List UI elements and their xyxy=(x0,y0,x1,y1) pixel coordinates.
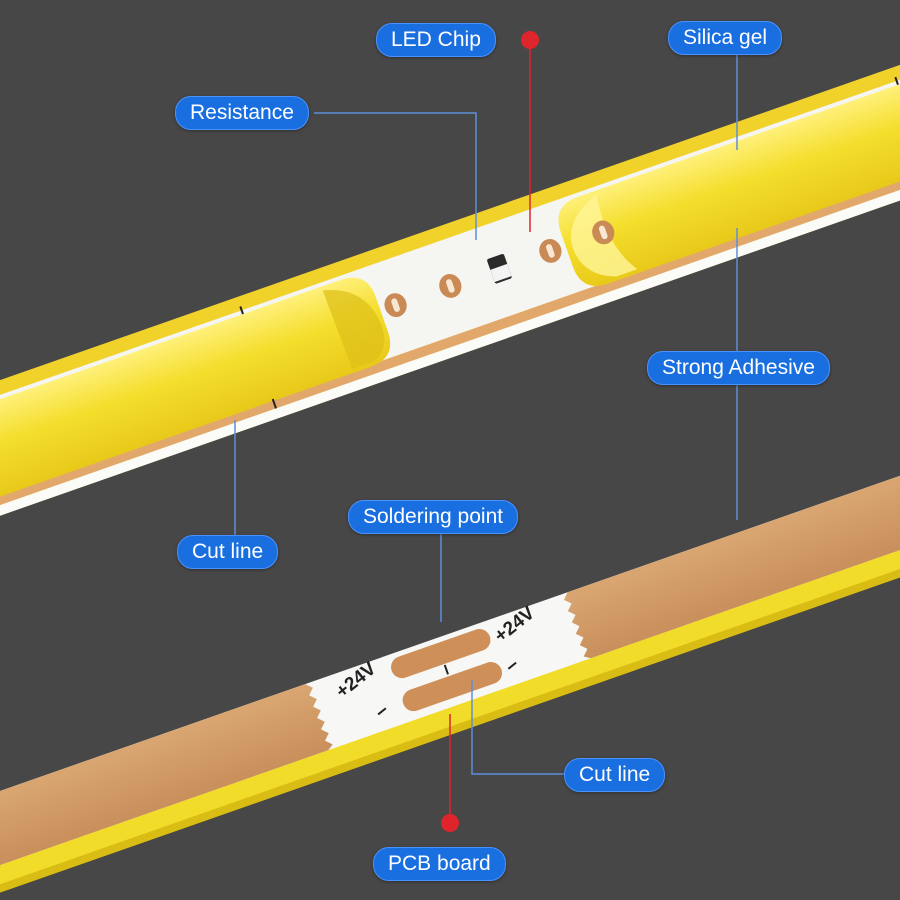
solder-pad-plus xyxy=(391,629,491,679)
bottom-strip-silicone-rim-shadow xyxy=(0,526,900,900)
label-soldering-point: Soldering point xyxy=(348,500,519,534)
bottom-strip-silicone-rim xyxy=(0,505,900,900)
label-pcb-board: PCB board xyxy=(373,847,506,881)
top-strip-silica-right xyxy=(558,57,900,286)
leader-cut-line-bottom xyxy=(471,680,566,775)
top-strip xyxy=(0,51,900,538)
led-chip-row xyxy=(384,220,615,318)
adhesive-tape-left xyxy=(0,684,333,900)
led-chip-core xyxy=(391,298,400,312)
led-chip-core xyxy=(546,244,555,258)
resistor xyxy=(487,254,512,284)
led-chip-core xyxy=(598,225,608,240)
top-cut-mark xyxy=(271,398,277,409)
top-cut-mark xyxy=(239,306,244,315)
top-strip-silica-left-cap xyxy=(322,289,385,370)
label-silica-gel: Silica gel xyxy=(668,21,783,55)
adhesive-tape-right xyxy=(563,443,900,659)
top-strip-silica-left xyxy=(0,277,391,522)
label-led-chip: LED Chip xyxy=(376,23,496,57)
leader-resistance xyxy=(314,112,477,240)
leader-lines xyxy=(234,40,738,820)
top-cut-mark xyxy=(894,76,899,86)
bottom-strip: +24V +24V – – xyxy=(0,443,900,900)
label-cut-line-top: Cut line xyxy=(177,535,279,569)
leader-dot-pcb-board xyxy=(441,814,459,832)
solder-pad-minus xyxy=(402,662,503,712)
bottom-cut-mark xyxy=(443,664,449,675)
label-resistance: Resistance xyxy=(175,96,309,130)
top-strip-bottom-lip xyxy=(0,153,900,538)
led-chip-core xyxy=(446,279,455,293)
leader-dot-led-chip xyxy=(521,31,539,49)
label-strong-adhesive: Strong Adhesive xyxy=(647,351,830,385)
label-cut-line-bottom: Cut line xyxy=(564,758,666,792)
